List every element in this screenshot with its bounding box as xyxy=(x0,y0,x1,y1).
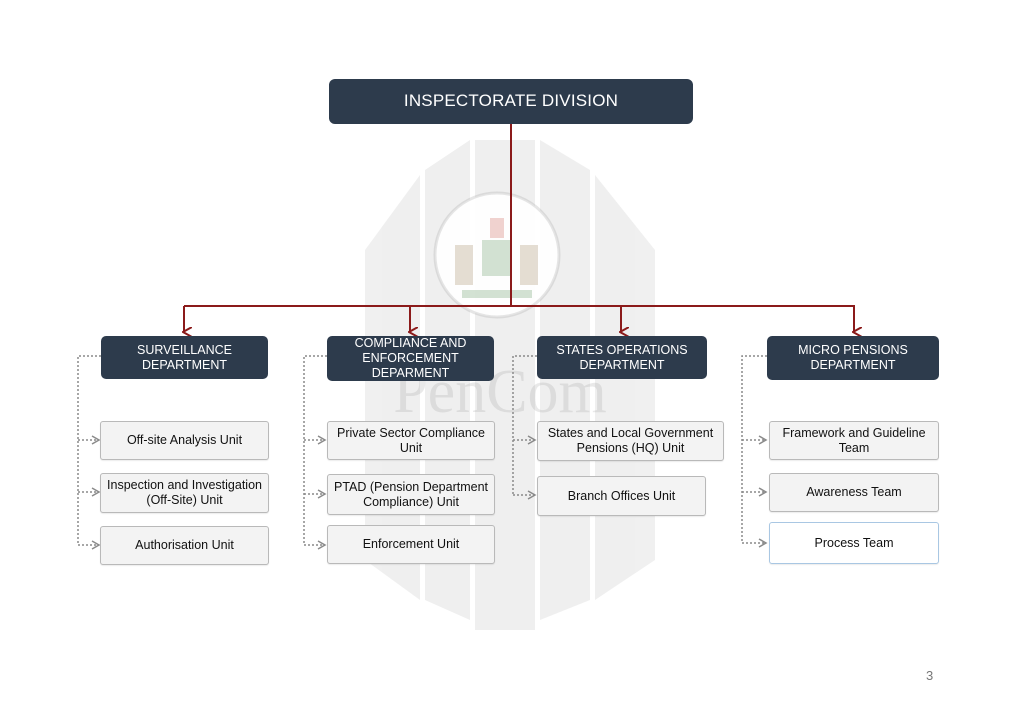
unit-label: PTAD (Pension Department Compliance) Uni… xyxy=(334,479,488,509)
unit-label: Enforcement Unit xyxy=(362,537,460,551)
division-connector xyxy=(184,124,855,332)
unit-offsite-analysis: Off-site Analysis Unit xyxy=(100,421,269,460)
unit-connectors xyxy=(77,355,768,550)
unit-awareness: Awareness Team xyxy=(769,473,939,512)
page-number: 3 xyxy=(926,668,934,683)
unit-label: States and Local Government Pensions (HQ… xyxy=(547,426,714,455)
unit-framework-guideline: Framework and Guideline Team xyxy=(769,421,939,460)
unit-authorisation: Authorisation Unit xyxy=(100,526,269,565)
department-title: STATES OPERATIONS DEPARTMENT xyxy=(556,342,688,372)
department-surveillance: SURVEILLANCE DEPARTMENT xyxy=(101,336,268,379)
unit-branch-offices: Branch Offices Unit xyxy=(537,476,706,516)
unit-label: Off-site Analysis Unit xyxy=(126,433,243,447)
unit-enforcement: Enforcement Unit xyxy=(327,525,495,564)
unit-label: Process Team xyxy=(814,535,894,550)
department-compliance-enforcement: COMPLIANCE AND ENFORCEMENT DEPARMENT xyxy=(327,336,494,381)
unit-label: Framework and Guideline Team xyxy=(782,425,926,455)
department-title: COMPLIANCE AND ENFORCEMENT DEPARMENT xyxy=(354,336,467,380)
unit-label: Branch Offices Unit xyxy=(567,488,676,503)
unit-inspection-investigation: Inspection and Investigation (Off-Site) … xyxy=(100,473,269,513)
department-states-operations: STATES OPERATIONS DEPARTMENT xyxy=(537,336,707,379)
department-title: SURVEILLANCE DEPARTMENT xyxy=(137,342,232,372)
unit-process: Process Team xyxy=(769,522,939,564)
unit-label: Awareness Team xyxy=(806,485,902,499)
department-micro-pensions: MICRO PENSIONS DEPARTMENT xyxy=(767,336,939,380)
department-title: MICRO PENSIONS DEPARTMENT xyxy=(798,343,908,372)
division-box: INSPECTORATE DIVISION xyxy=(329,79,693,124)
unit-ptad-compliance: PTAD (Pension Department Compliance) Uni… xyxy=(327,474,495,515)
unit-label: Inspection and Investigation (Off-Site) … xyxy=(107,478,262,507)
unit-states-local-government: States and Local Government Pensions (HQ… xyxy=(537,421,724,461)
unit-label: Authorisation Unit xyxy=(135,538,234,552)
unit-label: Private Sector Compliance Unit xyxy=(337,425,485,455)
division-title: INSPECTORATE DIVISION xyxy=(403,91,619,111)
unit-private-sector-compliance: Private Sector Compliance Unit xyxy=(327,421,495,460)
